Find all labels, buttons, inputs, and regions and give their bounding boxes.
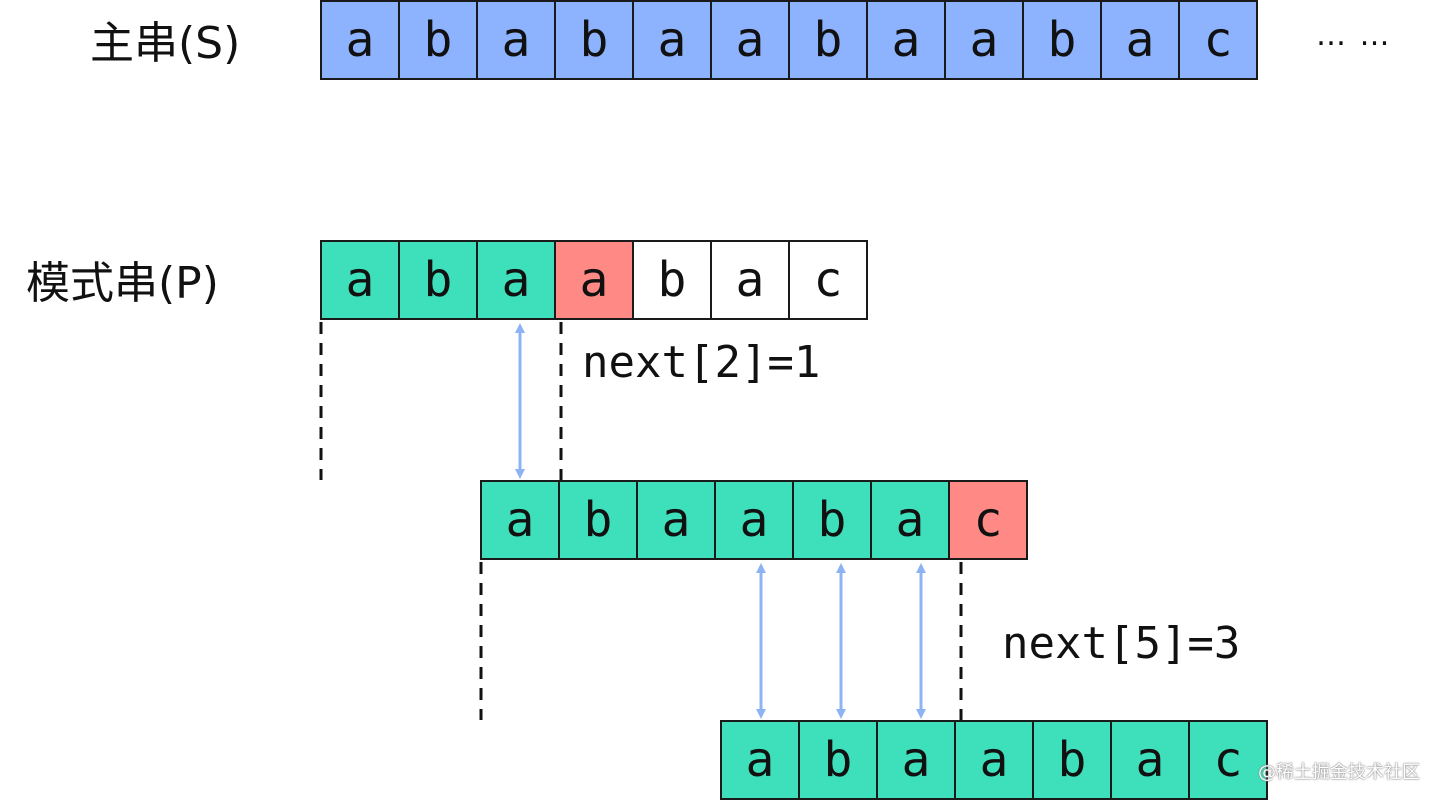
pattern-char-cell: a (720, 720, 800, 800)
pattern-mismatch-cell: a (554, 240, 634, 320)
pattern-char-cell: a (480, 480, 560, 560)
main-char-cell: b (1022, 0, 1102, 80)
main-char-cell: b (788, 0, 868, 80)
pattern-char-cell: a (876, 720, 956, 800)
main-string-row: a b a b a a b a a b a c (320, 0, 1258, 80)
pattern-char-cell: b (792, 480, 872, 560)
pattern-char-cell: a (710, 240, 790, 320)
pattern-char-cell: b (398, 240, 478, 320)
pattern-char-cell: b (558, 480, 638, 560)
main-string-label: 主串(S) (90, 18, 241, 69)
pattern-char-cell: a (870, 480, 950, 560)
main-char-cell: a (1100, 0, 1180, 80)
pattern-char-cell: a (476, 240, 556, 320)
main-char-cell: b (398, 0, 478, 80)
pattern-char-cell: a (954, 720, 1034, 800)
pattern-row-3: a b a a b a c (720, 720, 1268, 800)
pattern-char-cell: c (788, 240, 868, 320)
main-char-cell: a (476, 0, 556, 80)
main-char-cell: a (632, 0, 712, 80)
main-char-cell: a (320, 0, 400, 80)
pattern-char-cell: b (1032, 720, 1112, 800)
pattern-char-cell: b (798, 720, 878, 800)
pattern-char-cell: a (714, 480, 794, 560)
main-char-cell: a (710, 0, 790, 80)
main-char-cell: a (866, 0, 946, 80)
pattern-char-cell: a (636, 480, 716, 560)
pattern-char-cell: b (632, 240, 712, 320)
pattern-char-cell: a (320, 240, 400, 320)
main-char-cell: c (1178, 0, 1258, 80)
pattern-mismatch-cell: c (948, 480, 1028, 560)
main-char-cell: b (554, 0, 634, 80)
pattern-row-1: a b a a b a c (320, 240, 868, 320)
pattern-row-2: a b a a b a c (480, 480, 1028, 560)
main-string-ellipsis: … … (1316, 18, 1392, 53)
pattern-char-cell: a (1110, 720, 1190, 800)
pattern-string-label: 模式串(P) (26, 258, 219, 309)
watermark-text: @稀土掘金技术社区 (1258, 762, 1420, 783)
pattern-char-cell: c (1188, 720, 1268, 800)
next-annotation-2: next[5]=3 (1002, 618, 1241, 669)
main-char-cell: a (944, 0, 1024, 80)
next-annotation-1: next[2]=1 (582, 337, 821, 388)
